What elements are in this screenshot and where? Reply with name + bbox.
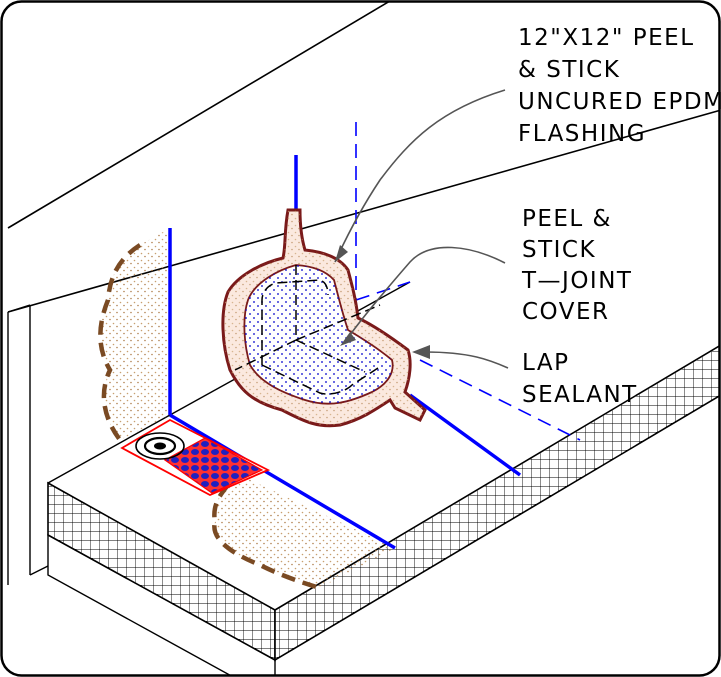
label-epdm-line-2: & STICK: [518, 57, 620, 83]
membrane-seam-deck-left: [169, 413, 396, 550]
label-lap-sealant: LAP SEALANT: [522, 350, 638, 408]
label-lap-line-2: SEALANT: [522, 382, 638, 408]
insulation-side-face: [274, 343, 720, 662]
epdm-flashing-patch: [221, 208, 427, 428]
label-tjoint-cover: PEEL & STICK T—JOINT COVER: [521, 206, 632, 325]
adhesive-edge-deck: [212, 483, 321, 591]
label-tjoint-line-2: STICK: [522, 237, 596, 263]
label-tjoint-line-1: PEEL &: [522, 206, 612, 232]
primer-dots: [163, 437, 264, 494]
label-epdm-flashing: 12"X12" PEEL & STICK UNCURED EPDM FLASHI…: [518, 25, 721, 147]
label-tjoint-line-3: T—JOINT: [521, 268, 632, 294]
label-epdm-line-1: 12"X12" PEEL: [518, 25, 695, 51]
adhesive-edge-wall: [98, 243, 142, 442]
drain-icon: [135, 432, 185, 460]
label-epdm-line-4: FLASHING: [518, 121, 646, 147]
leader-tjoint: [344, 246, 506, 343]
wall-adhesive-zone: [100, 228, 170, 440]
leader-epdm-flashing: [334, 89, 506, 263]
label-epdm-line-3: UNCURED EPDM: [518, 89, 721, 115]
leader-lap-sealant: [424, 351, 509, 369]
deck-adhesive-zone: [214, 475, 395, 588]
membrane-seam-deck-right: [408, 393, 522, 477]
label-lap-line-1: LAP: [522, 350, 569, 376]
label-tjoint-line-4: COVER: [522, 299, 610, 325]
hidden-seam-deck: [419, 359, 581, 441]
